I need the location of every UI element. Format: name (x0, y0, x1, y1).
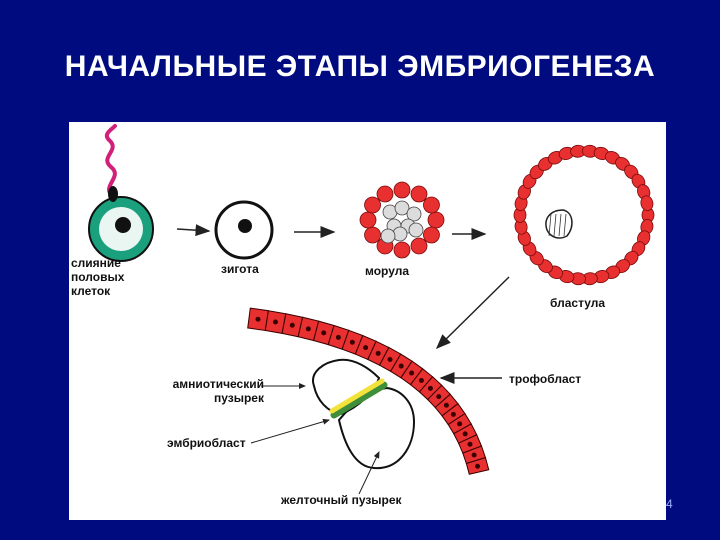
trophoblast-nucleus (457, 421, 463, 427)
label-yolk-sac: желточный пузырек (281, 493, 402, 507)
trophoblast-wall (247, 307, 490, 475)
trophoblast-nucleus (305, 326, 311, 332)
embryogenesis-figure: слияние половых клеток зигота морула бла… (69, 122, 666, 520)
trophoblast-nucleus (462, 431, 468, 437)
label-amniotic-line1: амниотический (172, 377, 264, 391)
trophoblast-nucleus (409, 370, 415, 376)
sperm-head (108, 186, 118, 202)
label-blastula: бластула (550, 296, 606, 310)
page-number: 4 (666, 497, 673, 511)
embryoblast-band (330, 381, 388, 419)
trophoblast-nucleus (363, 345, 369, 351)
blastula-wall-cell (640, 195, 654, 212)
blastula-mass-hatch (558, 213, 562, 237)
label-fusion-line1: слияние (71, 256, 121, 270)
morula-outer-cell (423, 226, 440, 244)
morula-outer-cell (423, 196, 440, 214)
label-fusion-line2: половых (71, 270, 125, 284)
blastula-mass-hatch (553, 213, 557, 237)
slide-title: НАЧАЛЬНЫЕ ЭТАПЫ ЭМБРИОГЕНЕЗА (64, 50, 656, 83)
sperm-tail (104, 124, 117, 199)
trophoblast-nucleus (387, 356, 393, 362)
trophoblast-nucleus (418, 377, 424, 383)
trophoblast-nucleus (321, 330, 327, 336)
zygote-nucleus (238, 219, 252, 233)
morula-outer-cell (393, 181, 411, 199)
morula-stage (359, 181, 445, 259)
trophoblast-nucleus (349, 339, 355, 345)
label-morula: морула (365, 264, 410, 278)
trophoblast-nucleus (471, 452, 477, 458)
morula-outer-cell (364, 226, 381, 244)
label-fusion: слияние половых клеток (71, 256, 124, 298)
trophoblast-nucleus (289, 322, 295, 328)
zygote-stage (214, 200, 274, 260)
implantation-stage (247, 307, 502, 495)
trophoblast-nucleus (467, 441, 473, 447)
label-fusion-line3: клеток (71, 284, 111, 298)
morula-inner-cell (408, 222, 424, 238)
morula-inner-cell (380, 228, 396, 244)
embryoblast-band-yellow (329, 378, 385, 414)
pointer-embryoblast (250, 418, 330, 444)
morula-outer-cell (359, 211, 377, 229)
arrow-fusion-to-zygote (176, 224, 211, 237)
morula-inner-cell (394, 200, 410, 216)
blastula-mass-hatch (548, 213, 552, 237)
label-embryoblast: эмбриобласт (167, 436, 246, 450)
morula-outer-cell (427, 211, 445, 229)
trophoblast-nucleus (436, 394, 442, 400)
trophoblast-nucleus (443, 402, 449, 408)
trophoblast-nucleus (450, 411, 456, 417)
fertilization-stage (88, 124, 154, 262)
label-amniotic: амниотический пузырек (151, 377, 264, 405)
morula-outer-cell (410, 185, 428, 203)
arrow-blastula-to-implant (435, 276, 510, 350)
morula-outer-cell (393, 241, 411, 259)
blastula-mass-hatch (563, 213, 567, 237)
morula-outer-cell (376, 185, 394, 203)
trophoblast-nucleus (272, 319, 278, 325)
trophoblast-nucleus (255, 316, 261, 322)
label-trophoblast: трофобласт (509, 372, 582, 386)
trophoblast-nucleus (398, 363, 404, 369)
trophoblast-nucleus (475, 463, 481, 469)
pointer-yolk-sac (358, 451, 380, 495)
morula-inner-cell (406, 206, 422, 222)
trophoblast-nucleus (375, 350, 381, 356)
trophoblast-nucleus (427, 385, 433, 391)
label-zygote: зигота (221, 262, 259, 276)
morula-outer-cell (410, 237, 428, 255)
blastula-cavity (520, 151, 648, 279)
morula-outer-cell (364, 196, 381, 214)
blastula-stage (513, 144, 655, 286)
embryogenesis-diagram (88, 124, 655, 495)
egg-nucleus (115, 217, 131, 233)
trophoblast-nucleus (335, 334, 341, 340)
label-amniotic-line2: пузырек (214, 391, 264, 405)
